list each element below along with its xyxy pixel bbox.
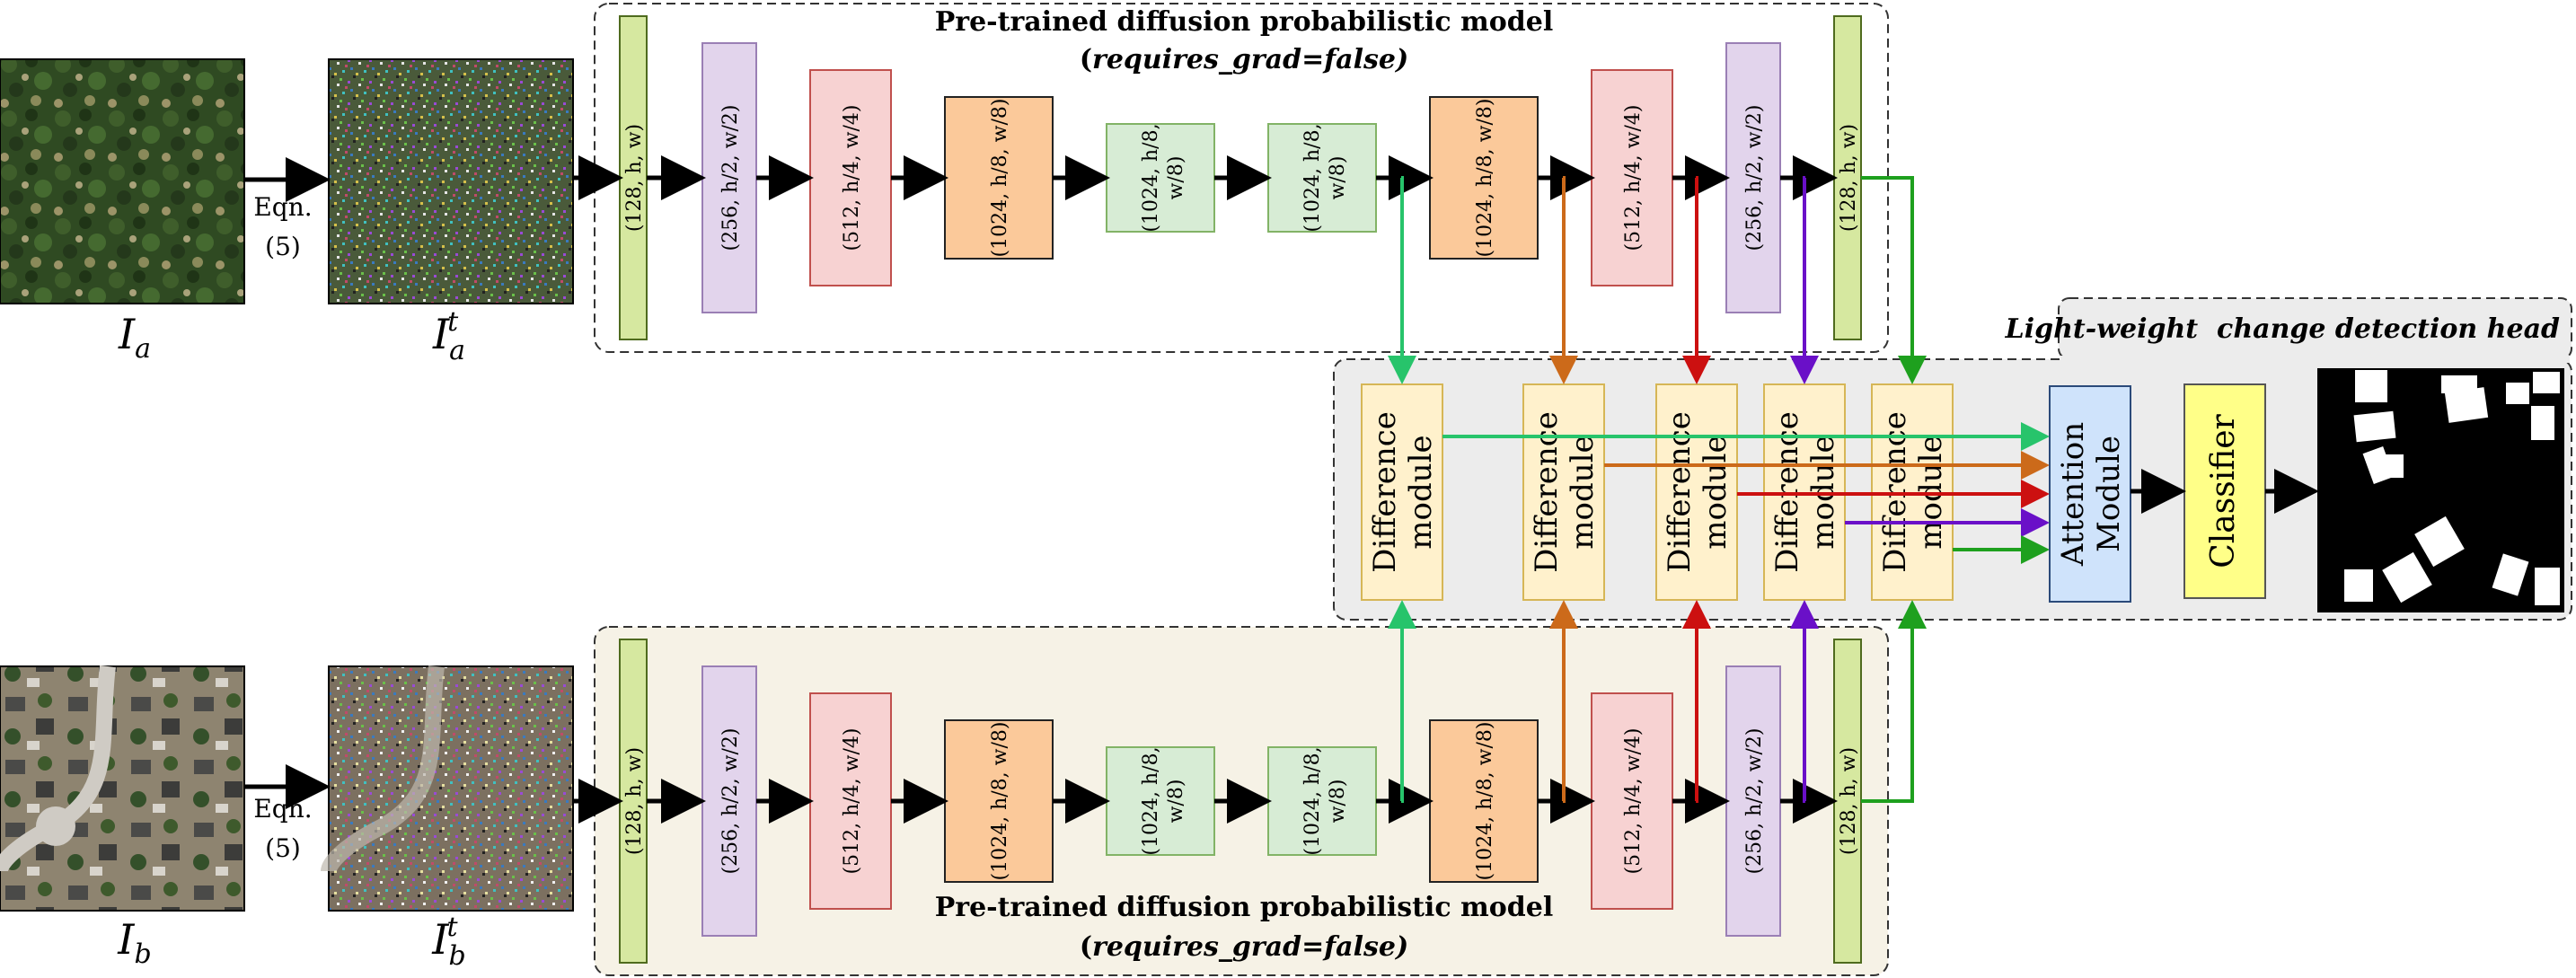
difference-module-1 — [1361, 383, 1443, 601]
top-block-3 — [809, 69, 892, 286]
bottom-block-5 — [1106, 746, 1215, 856]
bottom-block-1-label: (128, h, w) — [623, 747, 646, 855]
difference-module-3 — [1655, 383, 1738, 601]
feature-arrow-bottom-4 — [1790, 600, 1819, 803]
bottom-block-4 — [944, 719, 1054, 883]
label-ia: Ia — [118, 310, 151, 365]
bottom-block-6 — [1267, 746, 1377, 856]
top-block-7 — [1429, 96, 1539, 260]
top-block-4-label: (1024, h/8, w/8) — [989, 99, 1011, 258]
eqn-label-b: Eqn. — [253, 794, 312, 824]
attention-module — [2049, 385, 2131, 603]
top-block-8 — [1591, 69, 1673, 286]
bottom-block-9-label: (256, h/2, w/2) — [1743, 728, 1766, 875]
bottom-block-7 — [1429, 719, 1539, 883]
bottom-block-2-label: (256, h/2, w/2) — [719, 728, 742, 875]
top-block-3-label: (512, h/4, w/4) — [841, 105, 863, 251]
top-block-4 — [944, 96, 1054, 260]
bottom-model-title: Pre-trained diffusion probabilistic mode… — [935, 892, 1554, 923]
bottom-block-8-label: (512, h/4, w/4) — [1622, 728, 1645, 875]
feature-arrow-bottom-2 — [1549, 600, 1578, 803]
top-block-6 — [1267, 123, 1377, 233]
bottom-block-3-label: (512, h/4, w/4) — [841, 728, 863, 875]
bottom-block-9 — [1725, 665, 1781, 937]
head-title: Light-weight change detection head — [2005, 313, 2560, 345]
bottom-block-5-label: (1024, h/8,w/8) — [1140, 746, 1187, 855]
feature-arrow-top-1 — [1388, 176, 1416, 384]
bottom-block-6-label: (1024, h/8,w/8) — [1301, 746, 1349, 855]
feature-arrow-top-3 — [1682, 176, 1711, 384]
top-block-10 — [1833, 15, 1862, 340]
eqn-label-a: Eqn. — [253, 192, 312, 222]
difference-module-3-label: Differencemodule — [1662, 411, 1734, 573]
top-model-subtitle: (requires_grad=false) — [1080, 44, 1408, 75]
feature-arrow-top-5 — [1861, 176, 1927, 384]
top-block-8-label: (512, h/4, w/4) — [1622, 105, 1645, 251]
bottom-block-2 — [701, 665, 757, 937]
bottom-block-3 — [809, 692, 892, 910]
top-block-5-label: (1024, h/8,w/8) — [1140, 123, 1187, 232]
feature-arrow-bottom-3 — [1682, 600, 1711, 803]
bottom-block-4-label: (1024, h/8, w/8) — [989, 722, 1011, 881]
bottom-block-8 — [1591, 692, 1673, 910]
top-model-title: Pre-trained diffusion probabilistic mode… — [935, 6, 1554, 38]
noisy-image-b — [328, 665, 574, 912]
classifier-module — [2183, 383, 2266, 599]
feature-arrow-top-2 — [1549, 176, 1578, 384]
feature-arrow-bottom-5 — [1861, 600, 1927, 803]
difference-module-1-label: Differencemodule — [1367, 411, 1439, 573]
change-map — [2317, 368, 2564, 612]
classifier-label: Classifier — [2205, 413, 2242, 568]
top-block-6-label: (1024, h/8,w/8) — [1301, 123, 1349, 232]
bottom-model-subtitle: (requires_grad=false) — [1080, 931, 1408, 963]
noisy-image-a — [328, 58, 574, 304]
bottom-block-7-label: (1024, h/8, w/8) — [1474, 722, 1496, 881]
attention-label: AttentionModule — [2055, 422, 2127, 567]
feature-arrow-bottom-1 — [1388, 600, 1416, 803]
eqn-num-a: (5) — [265, 232, 301, 261]
feature-arrow-top-4 — [1790, 176, 1819, 384]
top-block-9-label: (256, h/2, w/2) — [1743, 105, 1766, 251]
label-ib: Ib — [117, 915, 151, 970]
top-block-10-label: (128, h, w) — [1838, 124, 1860, 232]
image-a — [0, 58, 245, 304]
bottom-block-10-label: (128, h, w) — [1838, 747, 1860, 855]
bottom-block-1 — [619, 639, 648, 964]
difference-module-2 — [1522, 383, 1605, 601]
difference-module-2-label: Differencemodule — [1529, 411, 1601, 573]
top-block-2-label: (256, h/2, w/2) — [719, 105, 742, 251]
image-b — [0, 665, 245, 912]
top-block-9 — [1725, 42, 1781, 313]
eqn-num-b: (5) — [265, 833, 301, 863]
top-block-5 — [1106, 123, 1215, 233]
top-block-2 — [701, 42, 757, 313]
top-block-1-label: (128, h, w) — [623, 124, 646, 232]
top-block-7-label: (1024, h/8, w/8) — [1474, 99, 1496, 258]
